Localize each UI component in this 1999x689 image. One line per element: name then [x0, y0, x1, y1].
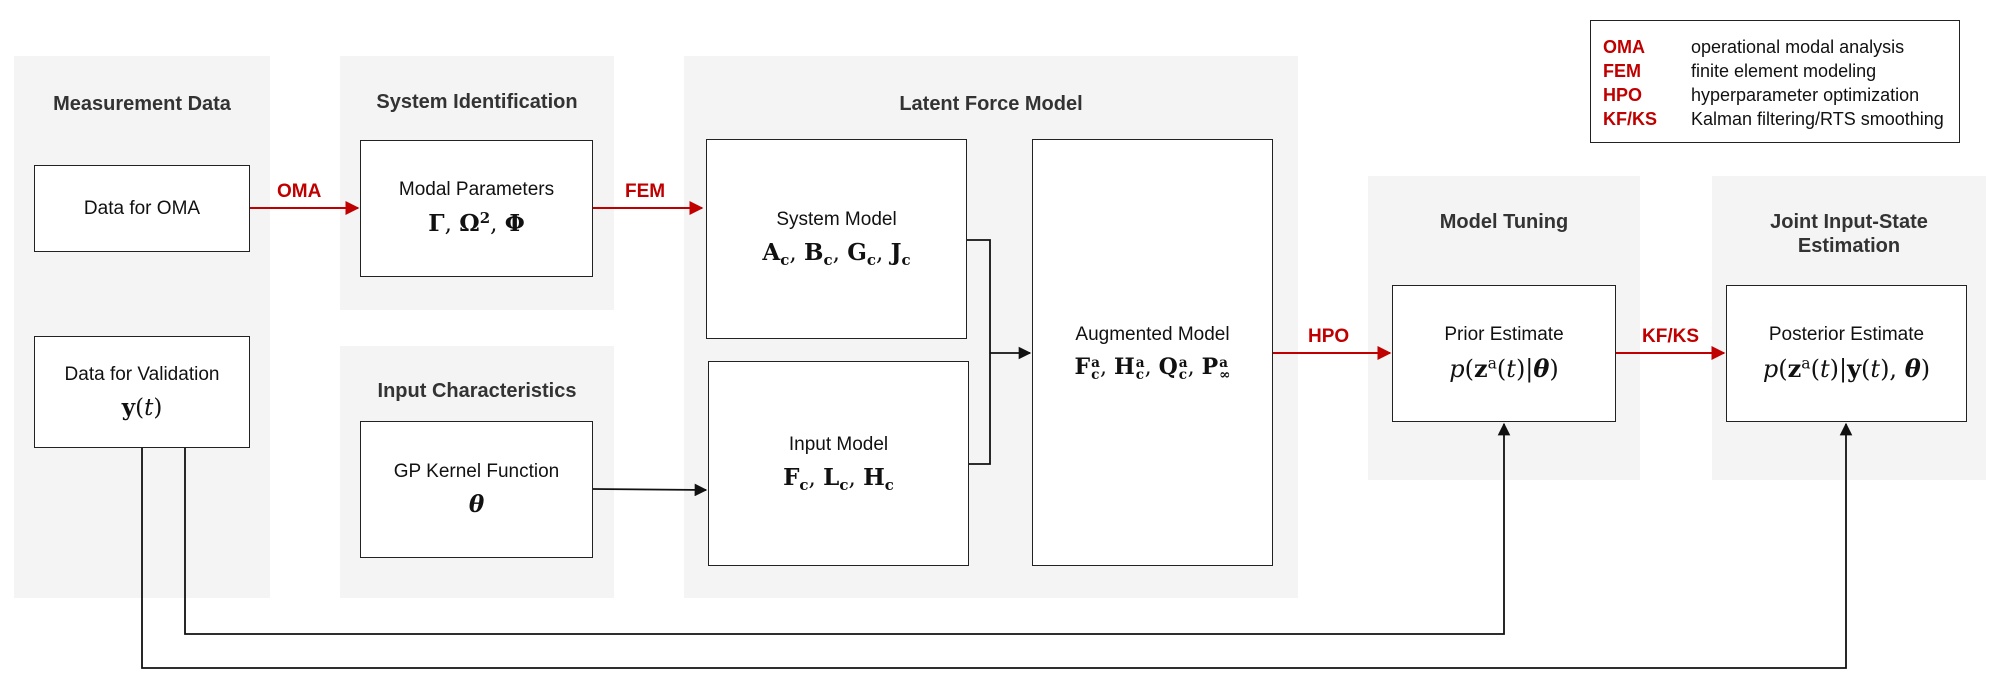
- prior-estimate-label: Prior Estimate: [1444, 324, 1564, 345]
- legend-value: operational modal analysis: [1691, 36, 1905, 57]
- legend-row: HPO hyperparameter optimization: [1603, 83, 1959, 107]
- input-model-formula: Fc, Lc, Hc: [783, 463, 894, 494]
- input-model-box: Input Model Fc, Lc, Hc: [708, 361, 969, 566]
- system-model-connector: [967, 239, 991, 353]
- posterior-estimate-label: Posterior Estimate: [1768, 324, 1925, 345]
- validation-to-prior-arrow: [184, 422, 1511, 635]
- panel-title-joint-estimation: Joint Input-State Estimation: [1770, 211, 1928, 257]
- legend-value: Kalman filtering/RTS smoothing: [1691, 108, 1944, 129]
- gp-kernel-formula: θ: [468, 491, 485, 518]
- system-model-formula: Ac, Bc, Gc, Jc: [762, 239, 911, 269]
- legend-value: hyperparameter optimization: [1691, 84, 1920, 105]
- panel-title-measurement-data: Measurement Data: [53, 93, 231, 115]
- validation-formula: y(t): [121, 393, 163, 421]
- gp-to-input-arrow: [592, 483, 708, 497]
- legend-key: FEM: [1603, 60, 1641, 81]
- legend-key: HPO: [1603, 84, 1643, 105]
- data-for-validation-box: Data for Validation y(t): [34, 336, 250, 448]
- data-for-oma-box: Data for OMA: [34, 165, 250, 252]
- edge-label-hpo: HPO: [1308, 326, 1350, 347]
- edge-label-fem: FEM: [625, 181, 666, 202]
- edge-label-kfks: KF/KS: [1642, 326, 1699, 347]
- legend-key: OMA: [1603, 36, 1645, 57]
- data-for-validation-label: Data for Validation: [64, 363, 220, 385]
- prior-estimate-box: Prior Estimate p(za(t)|θ): [1392, 285, 1616, 422]
- legend-key: KF/KS: [1603, 108, 1657, 129]
- legend: OMA operational modal analysis FEM finite …: [1590, 20, 1960, 143]
- panel-title-latent-force-model: Latent Force Model: [899, 93, 1083, 115]
- input-model-label: Input Model: [788, 433, 889, 455]
- input-model-connector: [969, 353, 991, 465]
- system-model-label: System Model: [776, 209, 897, 231]
- modal-parameters-label: Modal Parameters: [398, 179, 555, 201]
- modal-parameters-box: Modal Parameters Γ, Ω2, Φ: [360, 140, 593, 277]
- gp-kernel-label: GP Kernel Function: [393, 461, 560, 482]
- legend-row: KF/KS Kalman filtering/RTS smoothing: [1603, 107, 1959, 131]
- panel-title-system-identification: System Identification: [376, 91, 578, 113]
- data-for-oma-label: Data for OMA: [83, 197, 201, 219]
- posterior-estimate-formula: p(za(t)|y(t), θ): [1762, 354, 1931, 383]
- panel-title-input-characteristics: Input Characteristics: [377, 380, 577, 402]
- legend-row: FEM finite element modeling: [1603, 59, 1959, 83]
- edge-label-oma: OMA: [277, 181, 322, 202]
- panel-title-model-tuning: Model Tuning: [1439, 211, 1569, 233]
- augmented-model-label: Augmented Model: [1075, 323, 1230, 345]
- legend-value: finite element modeling: [1691, 60, 1877, 81]
- modal-parameters-formula: Γ, Ω2, Φ: [428, 209, 525, 238]
- system-model-box: System Model Ac, Bc, Gc, Jc: [706, 139, 967, 339]
- gp-kernel-box: GP Kernel Function θ: [360, 421, 593, 558]
- posterior-estimate-box: Posterior Estimate p(za(t)|y(t), θ): [1726, 285, 1967, 422]
- prior-estimate-formula: p(za(t)|θ): [1449, 354, 1559, 383]
- legend-row: OMA operational modal analysis: [1603, 35, 1959, 59]
- validation-to-posterior-arrow: [141, 422, 1853, 669]
